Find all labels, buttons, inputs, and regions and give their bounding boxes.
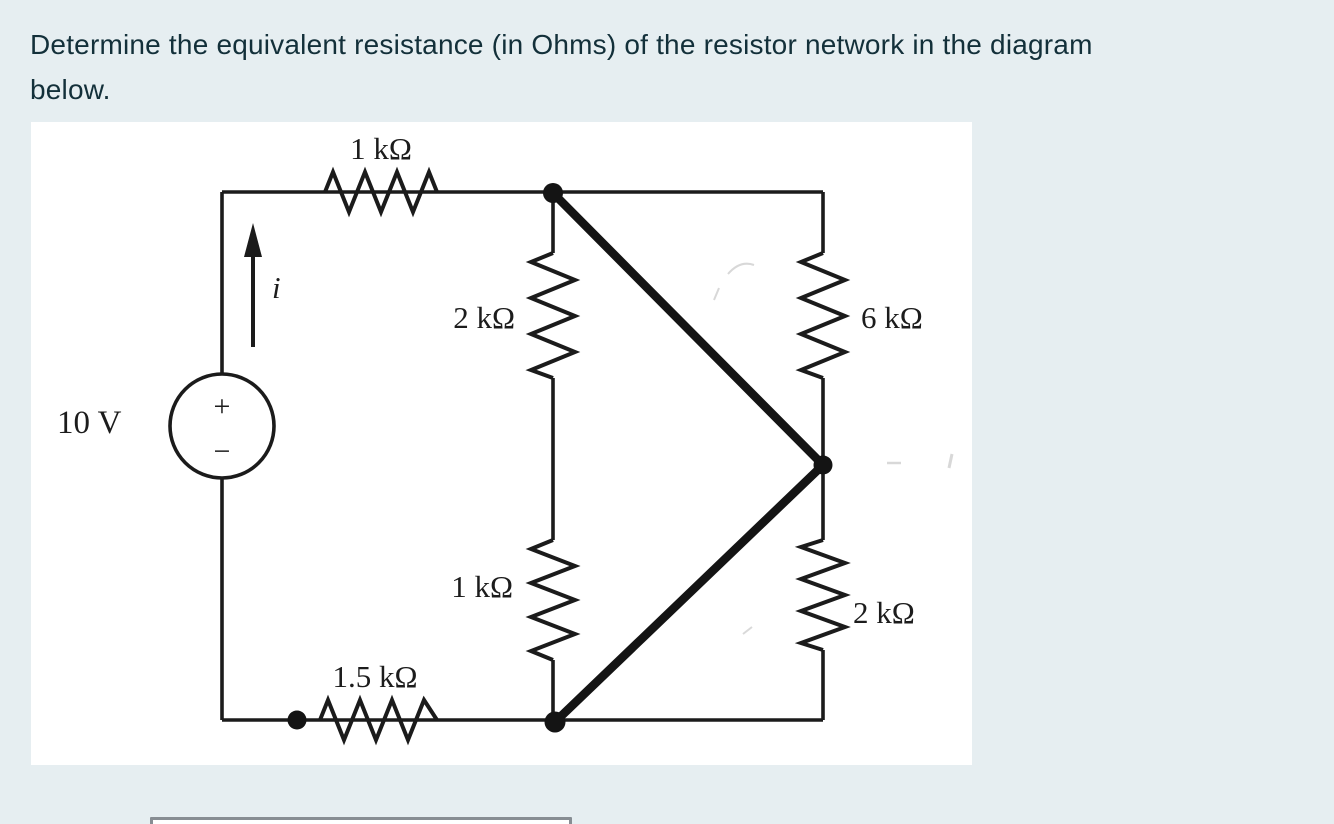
junction-bottom-left: [287, 710, 307, 730]
answer-input[interactable]: [150, 817, 572, 824]
diagonal-wires: [548, 188, 828, 727]
resistor-middle-upper-zigzag: [525, 251, 581, 380]
voltage-source-plus: +: [214, 390, 231, 423]
label-resistor-right-lower: 2 kΩ: [853, 595, 915, 630]
circuit-labels: 1 kΩ 2 kΩ 6 kΩ 1 kΩ 2 kΩ 1.5 kΩ 10 V i: [57, 131, 923, 694]
label-current: i: [272, 270, 281, 305]
resistor-top-zigzag: [323, 166, 439, 218]
scan-artifacts: [713, 262, 954, 635]
circuit-wires: [220, 190, 825, 722]
label-resistor-right-upper: 6 kΩ: [861, 300, 923, 335]
junction-dots: [287, 183, 833, 733]
scan-artifact: [947, 453, 954, 469]
resistor-right-upper-zigzag: [795, 251, 851, 380]
scan-artifact: [742, 626, 753, 635]
diagonal-wire-lower: [550, 460, 828, 727]
resistors: [318, 166, 851, 746]
current-arrow: [244, 223, 262, 347]
resistor-bottom-zigzag: [318, 694, 439, 746]
label-resistor-middle-lower: 1 kΩ: [451, 569, 513, 604]
voltage-source-circle: [168, 372, 276, 480]
question-line-1: Determine the equivalent resistance (in …: [30, 29, 1093, 60]
question-line-2: below.: [30, 74, 111, 105]
scan-artifact: [713, 287, 720, 301]
label-resistor-bottom: 1.5 kΩ: [332, 659, 417, 694]
circuit-schematic: + − 1 kΩ 2 kΩ 6 kΩ 1 kΩ 2 kΩ 1.5 kΩ 10 V…: [57, 131, 954, 746]
current-arrow-head: [244, 223, 262, 257]
circuit-diagram-panel: + − 1 kΩ 2 kΩ 6 kΩ 1 kΩ 2 kΩ 1.5 kΩ 10 V…: [31, 122, 972, 765]
diagonal-wire-upper: [548, 188, 828, 470]
resistor-right-lower-zigzag: [794, 538, 851, 652]
label-voltage-source: 10 V: [57, 405, 122, 441]
junction-bottom-middle: [544, 711, 566, 733]
scan-artifact: [727, 262, 755, 275]
label-resistor-middle-upper: 2 kΩ: [453, 300, 515, 335]
label-resistor-top: 1 kΩ: [350, 131, 412, 166]
resistor-middle-lower-zigzag: [525, 538, 581, 662]
question-text: Determine the equivalent resistance (in …: [30, 22, 1320, 112]
voltage-source-minus: −: [214, 435, 231, 468]
junction-right-middle: [813, 455, 833, 475]
junction-top-middle: [543, 183, 563, 203]
voltage-source: + −: [168, 372, 276, 480]
